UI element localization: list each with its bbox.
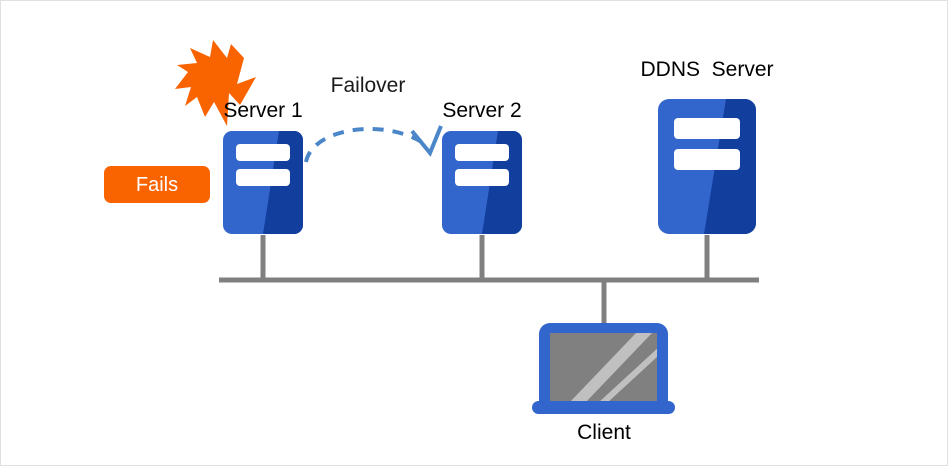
monitor-icon-client[interactable] bbox=[532, 323, 675, 414]
server-slot-bar bbox=[236, 144, 290, 161]
server-icon-ddns[interactable] bbox=[658, 99, 756, 234]
status-badge-fails-label: Fails bbox=[135, 173, 179, 196]
node-label-server1: Server 1 bbox=[223, 99, 303, 122]
status-badge-fails: Fails bbox=[104, 166, 210, 203]
server-icon-server1[interactable] bbox=[223, 131, 303, 234]
failover-arrowhead-icon bbox=[410, 125, 443, 157]
server-icon-server2[interactable] bbox=[442, 131, 522, 234]
monitor-screen-glare bbox=[569, 333, 657, 402]
monitor-stand-base bbox=[532, 401, 675, 414]
node-label-server2: Server 2 bbox=[442, 99, 522, 122]
server-slot-bar bbox=[236, 169, 290, 186]
node-label-ddns-server: DDNS Server bbox=[640, 58, 774, 81]
server-slot-bar bbox=[674, 149, 740, 170]
network-bus-group bbox=[219, 235, 759, 327]
lightning-burst-icon bbox=[175, 40, 256, 126]
server-slot-bar bbox=[455, 169, 509, 186]
node-label-client: Client bbox=[577, 421, 631, 444]
failover-arrow bbox=[304, 125, 443, 163]
server-slot-bar bbox=[674, 118, 740, 139]
edge-label-failover: Failover bbox=[330, 74, 406, 97]
failover-dashed-arc bbox=[304, 127, 431, 163]
server-slot-bar bbox=[455, 144, 509, 161]
